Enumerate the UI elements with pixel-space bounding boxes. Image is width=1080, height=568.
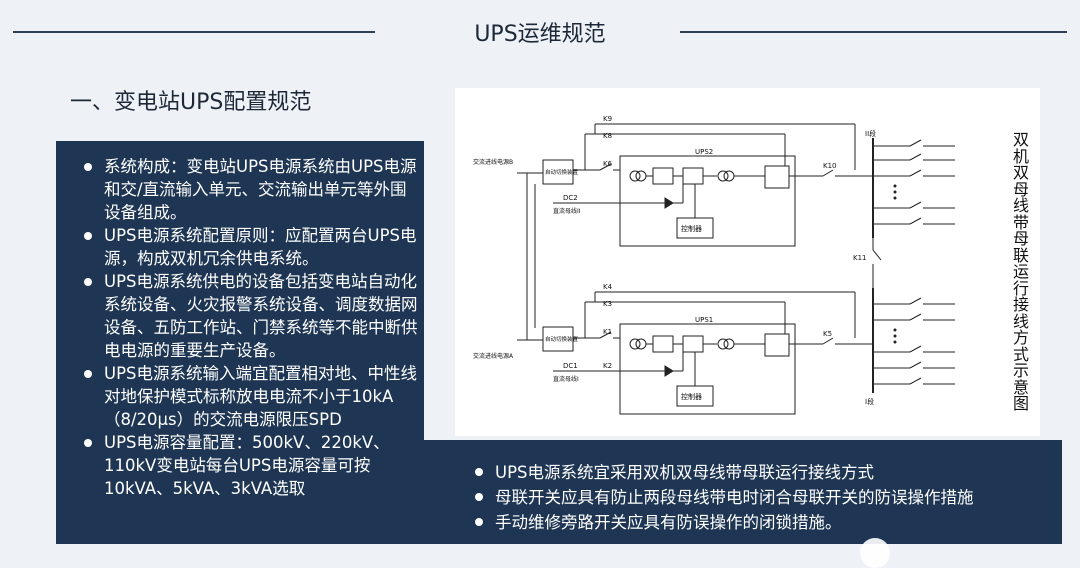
decorative-circle <box>860 538 890 568</box>
ups1-box <box>619 323 796 415</box>
section-heading: 一、变电站UPS配置规范 <box>70 90 312 115</box>
bullet-item: 系统构成：变电站UPS电源系统由UPS电源和交/直流输入单元、交流输出单元等外围… <box>78 155 418 224</box>
bullet-dot-icon <box>475 518 483 526</box>
k10-label: K10 <box>823 162 837 170</box>
page-title: UPS运维规范 <box>474 22 606 47</box>
bullet-text: UPS电源系统输入端宜配置相对地、中性线对地保护模式标称放电电流不小于10kA（… <box>104 364 418 429</box>
auto-switch-top <box>542 159 574 185</box>
ups2-box <box>619 155 796 247</box>
k1-label: K1 <box>603 328 612 336</box>
wiring-rules-list: UPS电源系统宜采用双机双母线带母联运行接线方式 母联开关应具有防止两段母线带电… <box>469 460 1069 535</box>
diagram-caption: 双机双母线带母联运行接线方式示意图 <box>1012 130 1029 413</box>
auto-switch-bottom-label: 自动切换装置 <box>545 335 579 343</box>
ups2-label: UPS2 <box>695 148 713 156</box>
ups1-label: UPS1 <box>695 316 713 324</box>
bullet-text: UPS电源系统宜采用双机双母线带母联运行接线方式 <box>495 463 875 482</box>
dc-bus-i-label: 直流母线I <box>553 375 579 383</box>
bullet-item: UPS电源系统宜采用双机双母线带母联运行接线方式 <box>469 460 1069 485</box>
k2-label: K2 <box>603 362 612 370</box>
k6-label: K6 <box>603 160 613 168</box>
bullet-dot-icon <box>84 232 92 240</box>
bus-i-label: I段 <box>865 397 874 406</box>
bullet-text: 母联开关应具有防止两段母线带电时闭合母联开关的防误操作措施 <box>495 488 974 507</box>
title-rule-right <box>680 31 1067 33</box>
controller-top-label: 控制器 <box>681 224 702 233</box>
bullet-dot-icon <box>84 370 92 378</box>
k4-label: K4 <box>603 283 613 291</box>
config-rules-list: 系统构成：变电站UPS电源系统由UPS电源和交/直流输入单元、交流输出单元等外围… <box>78 155 418 500</box>
k9-label: K9 <box>603 115 612 123</box>
config-rules-panel: 系统构成：变电站UPS电源系统由UPS电源和交/直流输入单元、交流输出单元等外围… <box>56 141 424 544</box>
ac-input-b-label: 交流进线电源B <box>473 158 513 166</box>
bullet-text: 系统构成：变电站UPS电源系统由UPS电源和交/直流输入单元、交流输出单元等外围… <box>104 157 417 222</box>
k11-label: K11 <box>853 254 867 262</box>
bullet-dot-icon <box>84 278 92 286</box>
dc1-label: DC1 <box>563 362 578 370</box>
bullet-text: UPS电源系统配置原则：应配置两台UPS电源，构成双机冗余供电系统。 <box>104 226 417 268</box>
k3-label: K3 <box>603 300 612 308</box>
bullet-text: UPS电源容量配置：500kV、220kV、110kV变电站每台UPS电源容量可… <box>104 433 390 498</box>
bullet-dot-icon <box>84 439 92 447</box>
ac-input-a-label: 交流进线电源A <box>473 352 514 360</box>
bullet-item: UPS电源系统供电的设备包括变电站自动化系统设备、火灾报警系统设备、调度数据网设… <box>78 270 418 362</box>
k5-label: K5 <box>823 330 832 338</box>
wiring-diagram-panel: K9 K8 K6 K10 UPS2 DC2 控制器 自动切换装置 交流进线电源B… <box>455 88 1040 436</box>
ups-wiring-diagram: K9 K8 K6 K10 UPS2 DC2 控制器 自动切换装置 交流进线电源B… <box>473 115 955 415</box>
bullet-item: 母联开关应具有防止两段母线带电时闭合母联开关的防误操作措施 <box>469 485 1069 510</box>
bullet-item: UPS电源容量配置：500kV、220kV、110kV变电站每台UPS电源容量可… <box>78 431 418 500</box>
bullet-text: UPS电源系统供电的设备包括变电站自动化系统设备、火灾报警系统设备、调度数据网设… <box>104 272 418 360</box>
title-rule-left <box>13 31 375 33</box>
bullet-dot-icon <box>84 163 92 171</box>
bus-ii-label: II段 <box>865 129 876 138</box>
k8-label: K8 <box>603 132 612 140</box>
bullet-dot-icon <box>475 493 483 501</box>
bullet-item: UPS电源系统配置原则：应配置两台UPS电源，构成双机冗余供电系统。 <box>78 224 418 270</box>
controller-bottom-label: 控制器 <box>681 392 702 401</box>
bullet-item: 手动维修旁路开关应具有防误操作的闭锁措施。 <box>469 510 1069 535</box>
bullet-text: 手动维修旁路开关应具有防误操作的闭锁措施。 <box>495 513 842 532</box>
wiring-rules-panel: UPS电源系统宜采用双机双母线带母联运行接线方式 母联开关应具有防止两段母线带电… <box>424 440 1062 544</box>
auto-switch-bottom <box>542 326 574 352</box>
bullet-item: UPS电源系统输入端宜配置相对地、中性线对地保护模式标称放电电流不小于10kA（… <box>78 362 418 431</box>
bullet-dot-icon <box>475 468 483 476</box>
dc-bus-ii-label: 直流母线II <box>553 207 581 215</box>
dc2-label: DC2 <box>563 194 578 202</box>
auto-switch-top-label: 自动切换装置 <box>545 168 579 176</box>
